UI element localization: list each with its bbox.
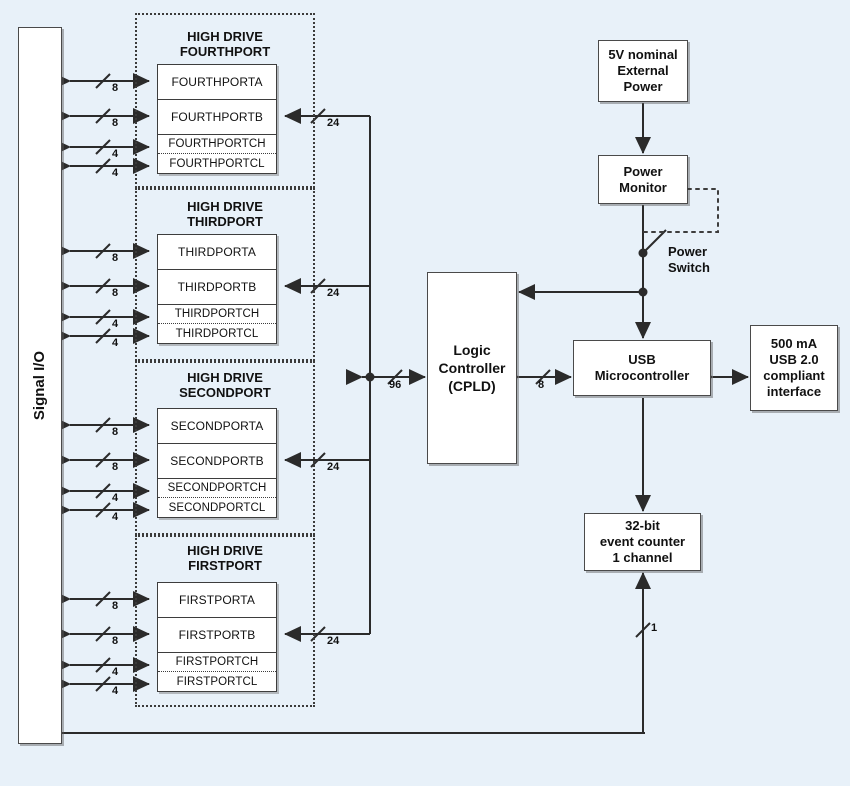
bus-width-secondportb: 8 [112,461,119,473]
logic-controller-block: Logic Controller (CPLD) [427,272,517,464]
logic-controller-line2: Controller [438,360,506,376]
port-row-firstporta: FIRSTPORTA [158,583,276,618]
external-power-block: 5V nominal External Power [598,40,688,102]
group-title-line1: HIGH DRIVE [187,370,263,385]
high-drive-group-secondport [135,361,315,535]
power-switch-line1: Power [668,244,708,259]
bus-width-firstportcl: 4 [112,685,119,697]
group-title-thirdport: HIGH DRIVE THIRDPORT [135,199,315,229]
external-power-line3: Power [623,79,663,94]
port-row-secondportcl: SECONDPORTCL [168,501,266,514]
signal-io-label: Signal I/O [31,350,49,421]
port-row-firstportb: FIRSTPORTB [158,618,276,653]
high-drive-group-firstport [135,535,315,707]
bus-width-fourthportch: 4 [112,148,119,160]
bus-width-thirdportb: 8 [112,287,119,299]
power-monitor-line2: Monitor [619,179,667,195]
bus-width-fourthporta: 8 [112,82,119,94]
power-monitor-block: Power Monitor [598,155,688,204]
high-drive-group-thirdport [135,188,315,361]
bus-width-thirdportch: 4 [112,318,119,330]
port-row-thirdporta: THIRDPORTA [158,235,276,270]
port-row-fourthportcl: FOURTHPORTCL [169,157,265,170]
port-block-thirdport: THIRDPORTA THIRDPORTB THIRDPORTCH THIRDP… [157,234,277,344]
usb-interface-block: 500 mA USB 2.0 compliant interface [750,325,838,411]
bus-width-firstporta: 8 [112,600,119,612]
group-title-line1: HIGH DRIVE [187,199,263,214]
port-row-fourthportch: FOURTHPORTCH [158,135,276,154]
bus-width-counter-input: 1 [651,622,658,634]
signal-io-bar: Signal I/O [18,27,62,744]
bus-width-cpld-to-usb: 8 [538,379,545,391]
event-counter-line3: 1 channel [612,550,673,565]
junction-dots [365,248,648,382]
usb-interface-line3: compliant [763,368,825,383]
port-block-fourthport: FOURTHPORTA FOURTHPORTB FOURTHPORTCH FOU… [157,64,277,174]
bus-width-fourthport-trunk: 24 [327,117,340,129]
bus-width-secondport-trunk: 24 [327,461,340,473]
usb-microcontroller-block: USB Microcontroller [573,340,711,396]
bus-width-secondportcl: 4 [112,511,119,523]
bus-width-thirdportcl: 4 [112,337,119,349]
power-switch-label: Power Switch [668,244,710,276]
bus-width-thirdporta: 8 [112,252,119,264]
bus-width-fourthportb: 8 [112,117,119,129]
external-power-line2: External [617,63,669,78]
group-title-line1: HIGH DRIVE [187,29,263,44]
port-row-firstportch: FIRSTPORTCH [158,653,276,672]
group-title-line2: FOURTHPORT [179,44,271,59]
port-row-thirdportcl: THIRDPORTCL [175,327,259,340]
bus-width-firstportch: 4 [112,666,119,678]
usb-microcontroller-line2: Microcontroller [594,368,690,383]
port-row-fourthporta: FOURTHPORTA [158,65,276,100]
port-row-secondporta: SECONDPORTA [158,409,276,444]
high-drive-group-fourthport [135,13,315,188]
bus-width-secondporta: 8 [112,426,119,438]
usb-interface-line4: interface [766,384,822,399]
group-title-line2: SECONDPORT [179,385,271,400]
event-counter-block: 32-bit event counter 1 channel [584,513,701,571]
usb-interface-line1: 500 mA [770,336,818,351]
port-row-thirdportch: THIRDPORTCH [158,305,276,324]
bus-width-fourthportcl: 4 [112,167,119,179]
usb-microcontroller-line1: USB [628,352,656,367]
group-title-line1: HIGH DRIVE [187,543,263,558]
group-title-fourthport: HIGH DRIVE FOURTHPORT [135,29,315,59]
event-counter-line1: 32-bit [625,518,660,533]
port-row-secondportch: SECONDPORTCH [158,479,276,498]
power-switch-line2: Switch [668,260,710,275]
bus-width-firstport-trunk: 24 [327,635,340,647]
group-title-line2: FIRSTPORT [188,558,262,573]
group-title-firstport: HIGH DRIVE FIRSTPORT [135,543,315,573]
bus-width-firstportb: 8 [112,635,119,647]
group-title-line2: THIRDPORT [187,214,263,229]
external-power-line1: 5V nominal [608,47,678,62]
port-row-secondportb: SECONDPORTB [158,444,276,479]
logic-controller-line3: (CPLD) [448,378,496,394]
port-row-thirdportb: THIRDPORTB [158,270,276,305]
port-block-secondport: SECONDPORTA SECONDPORTB SECONDPORTCH SEC… [157,408,277,518]
usb-interface-line2: USB 2.0 [769,352,819,367]
bus-width-thirdport-trunk: 24 [327,287,340,299]
group-title-secondport: HIGH DRIVE SECONDPORT [135,370,315,400]
power-monitor-line1: Power [623,163,663,179]
port-block-firstport: FIRSTPORTA FIRSTPORTB FIRSTPORTCH FIRSTP… [157,582,277,692]
logic-controller-line1: Logic [453,342,491,358]
bus-width-trunk-to-cpld: 96 [389,379,402,391]
port-row-fourthportb: FOURTHPORTB [158,100,276,135]
port-row-firstportcl: FIRSTPORTCL [176,675,258,688]
event-counter-line2: event counter [599,534,686,549]
bus-width-secondportch: 4 [112,492,119,504]
